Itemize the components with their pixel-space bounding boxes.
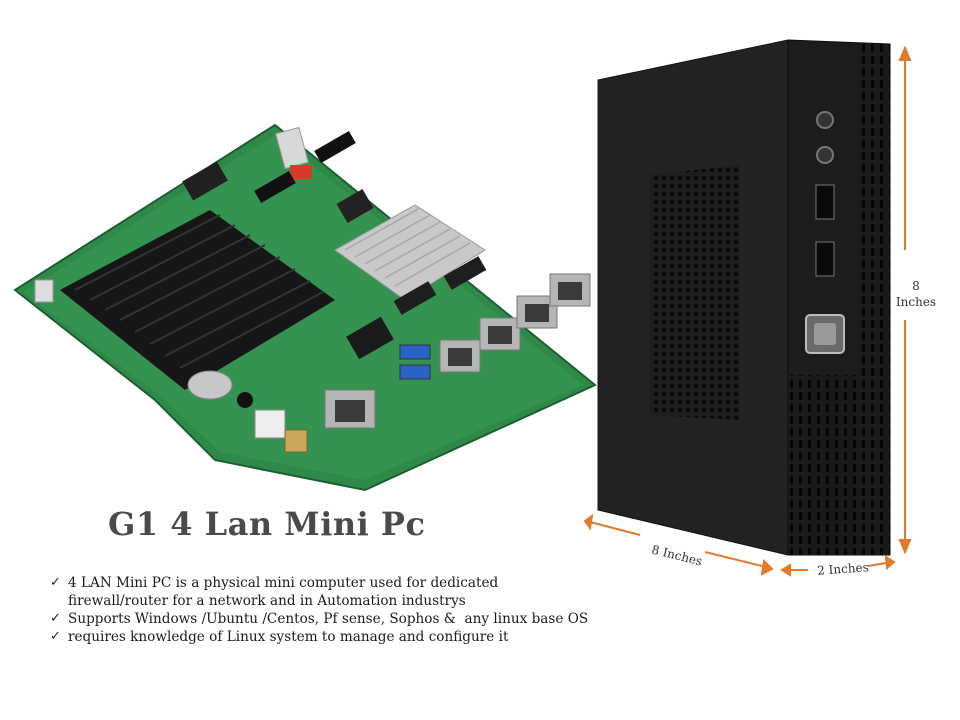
- height-dimension-label: 8 Inches: [890, 278, 942, 310]
- usb-ports: [399, 344, 431, 380]
- lan-ports: [324, 273, 591, 429]
- check-icon: ✓: [50, 575, 61, 590]
- check-icon: ✓: [50, 629, 61, 644]
- mini-pc-case-image: [583, 39, 912, 577]
- audio-jack-icon: [816, 111, 834, 129]
- height-value: 8: [912, 279, 920, 293]
- feature-item: ✓ requires knowledge of Linux system to …: [50, 628, 670, 646]
- depth-dimension-arrow: [583, 513, 774, 576]
- feature-text: requires knowledge of Linux system to ma…: [68, 629, 509, 645]
- width-dimension-arrow: [780, 555, 896, 577]
- feature-text: Supports Windows /Ubuntu /Centos, Pf sen…: [68, 611, 589, 627]
- heatsink-cpu: [60, 210, 335, 390]
- audio-jack-icon: [816, 146, 834, 164]
- height-dimension-arrow: [898, 45, 912, 555]
- check-icon: ✓: [50, 611, 61, 626]
- feature-list: ✓ 4 LAN Mini PC is a physical mini compu…: [50, 574, 670, 646]
- product-title: G1 4 Lan Mini Pc: [108, 505, 426, 543]
- feature-item: ✓ 4 LAN Mini PC is a physical mini compu…: [50, 574, 670, 610]
- front-usb-port: [815, 241, 835, 277]
- heatsink-chipset: [334, 204, 486, 301]
- height-unit: Inches: [895, 295, 937, 309]
- feature-text: 4 LAN Mini PC is a physical mini compute…: [68, 575, 499, 609]
- motherboard-image: [13, 123, 597, 492]
- front-usb-port: [815, 184, 835, 220]
- feature-item: ✓ Supports Windows /Ubuntu /Centos, Pf s…: [50, 610, 670, 628]
- cmos-battery: [187, 370, 233, 400]
